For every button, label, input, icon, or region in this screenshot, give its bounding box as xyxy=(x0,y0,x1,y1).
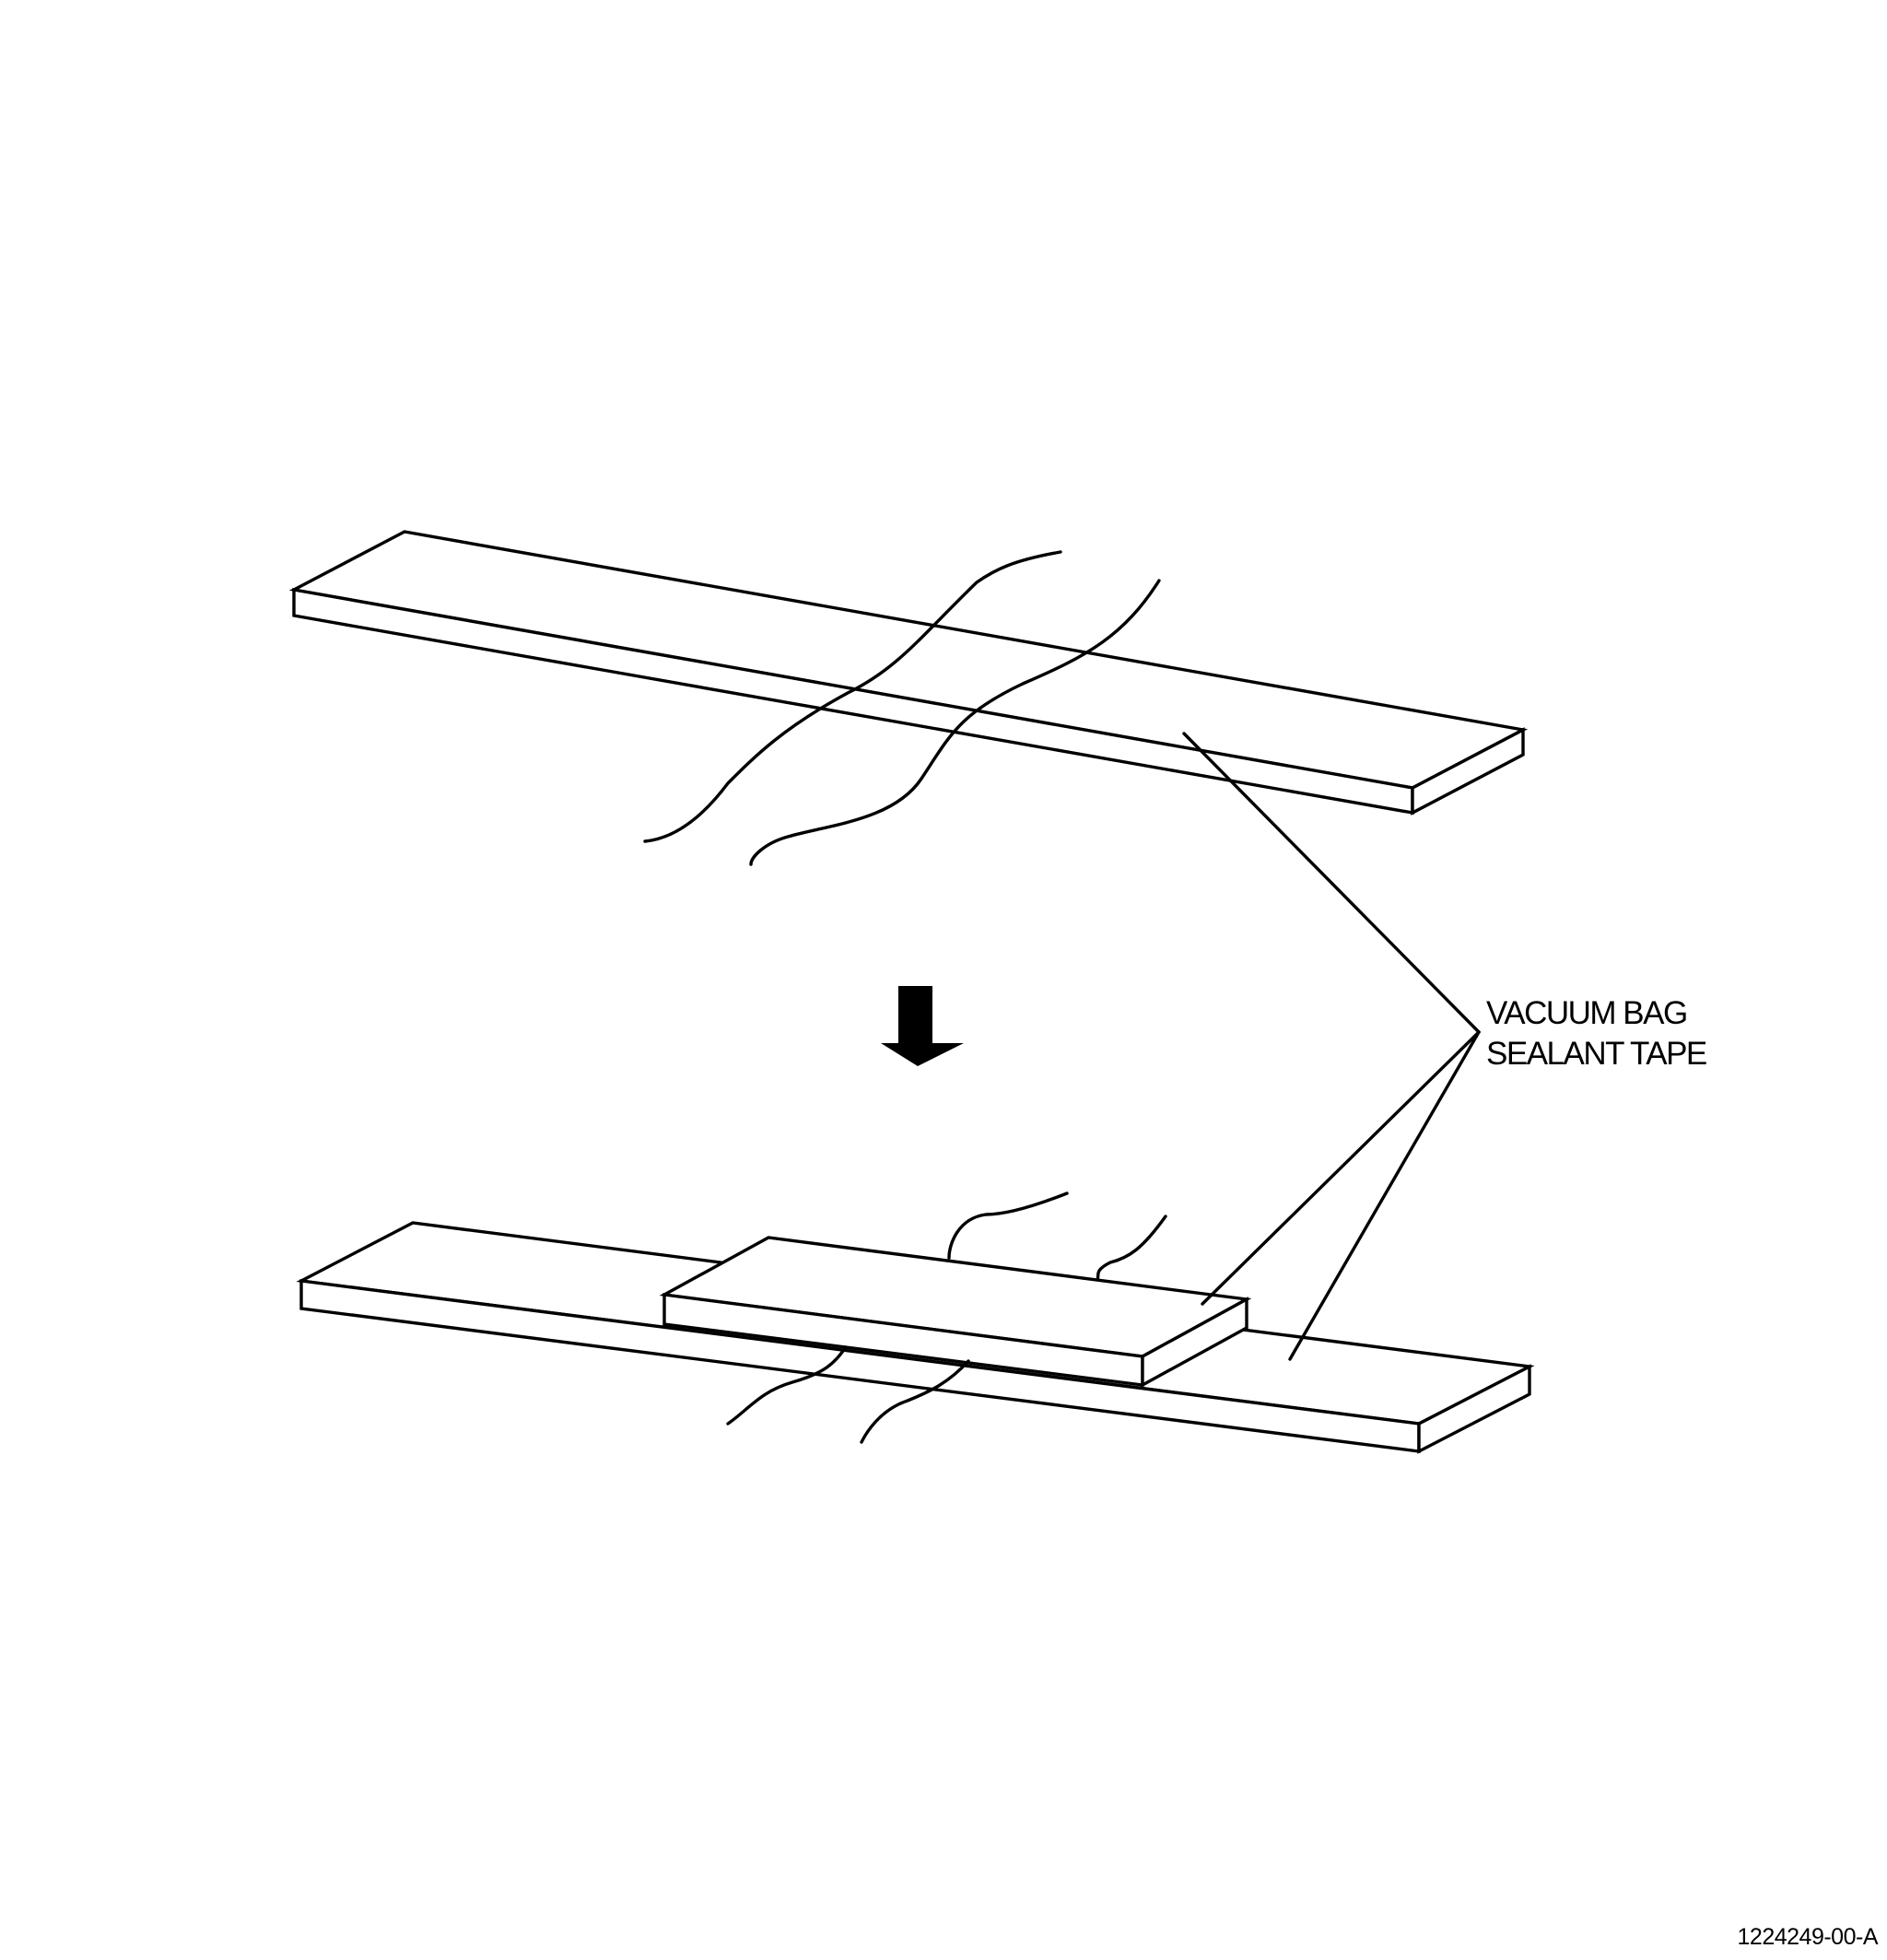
callout-label-line2: SEALANT TAPE xyxy=(1486,1036,1706,1072)
arrow-down-icon xyxy=(881,986,964,1066)
tape-end-curves-top xyxy=(643,550,1161,866)
tape-end-curves-bottom-lower xyxy=(726,1345,970,1444)
figure-number: 1224249-00-A xyxy=(1738,1924,1879,1950)
callout-label-line1: VACUUM BAG xyxy=(1486,995,1687,1031)
tape-end-curves-bottom-upper xyxy=(947,1191,1167,1283)
overlap-tape-piece xyxy=(659,1236,1252,1388)
top-tape-strip xyxy=(288,530,1529,816)
callout-leaders xyxy=(1182,732,1481,1361)
